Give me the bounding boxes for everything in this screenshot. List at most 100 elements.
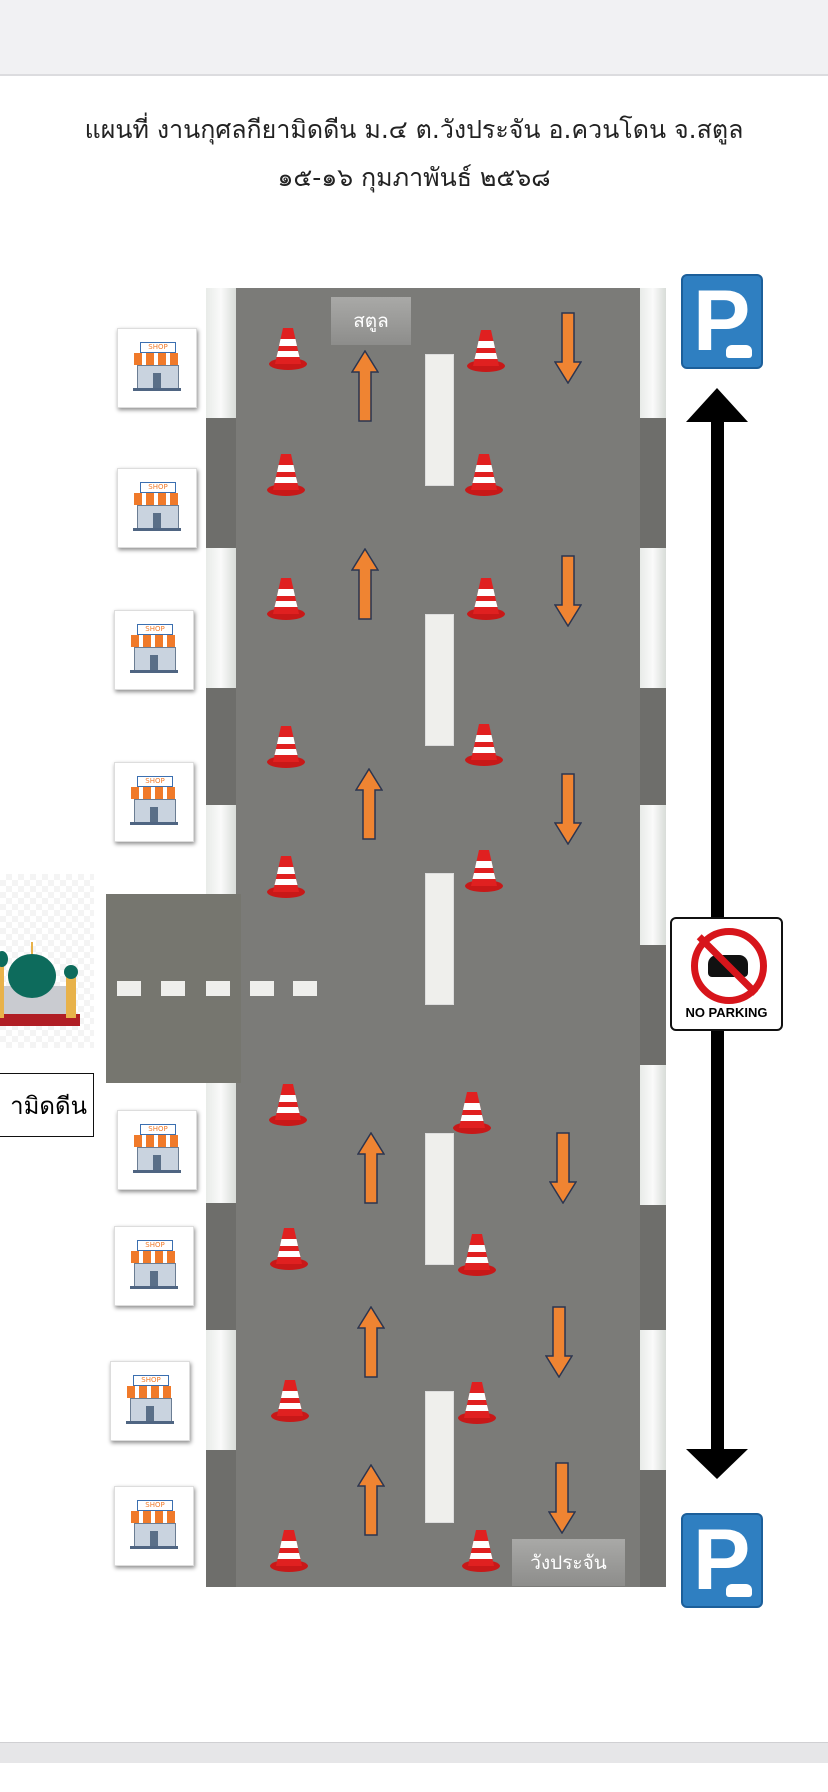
shop-door <box>150 807 158 823</box>
awning <box>134 493 180 505</box>
parking-sign-bottom: P <box>681 1512 763 1608</box>
arrow-head-down-icon <box>686 1449 748 1479</box>
right-edge-strip <box>640 548 666 688</box>
no-parking-sign: NO PARKING <box>670 917 783 1031</box>
awning <box>134 1135 180 1147</box>
shop-label: SHOP <box>140 1124 176 1135</box>
no-parking-text: NO PARKING <box>685 1005 768 1020</box>
shop-label: SHOP <box>140 482 176 493</box>
shop-door <box>153 513 161 529</box>
traffic-cone-icon <box>269 1226 309 1270</box>
shop-label: SHOP <box>137 1240 173 1251</box>
traffic-cone-icon <box>266 576 306 620</box>
shop-base <box>130 1546 178 1549</box>
shop-base <box>133 1170 181 1173</box>
shop-icon: SHOP <box>114 610 194 690</box>
awning <box>131 1511 177 1523</box>
shop-base <box>130 670 178 673</box>
arrow-down-icon <box>544 1306 574 1379</box>
shop-base <box>130 822 178 825</box>
shop-door <box>150 655 158 671</box>
arrow-down-icon <box>553 555 583 628</box>
traffic-cone-icon <box>452 1090 492 1134</box>
awning <box>131 787 177 799</box>
map-date: ๑๕-๑๖ กุมภาพันธ์ ๒๕๖๘ <box>277 163 551 192</box>
shop-base <box>133 388 181 391</box>
traffic-cone-icon <box>457 1232 497 1276</box>
shop-label: SHOP <box>133 1375 169 1386</box>
right-edge-strip <box>640 288 666 418</box>
side-road-line <box>250 981 274 996</box>
shop-icon: SHOP <box>117 328 197 408</box>
traffic-cone-icon <box>464 722 504 766</box>
arrow-up-icon <box>350 547 380 620</box>
arrow-down-icon <box>547 1462 577 1535</box>
traffic-cone-icon <box>461 1528 501 1572</box>
shop-icon: SHOP <box>110 1361 190 1441</box>
shop-base <box>133 528 181 531</box>
arrow-up-icon <box>350 349 380 422</box>
car-icon <box>726 1584 752 1597</box>
right-edge-strip <box>640 805 666 945</box>
mosque-image <box>0 874 94 1048</box>
center-line <box>425 354 454 486</box>
shop-door <box>146 1406 154 1422</box>
shop-icon: SHOP <box>114 1226 194 1306</box>
awning <box>131 1251 177 1263</box>
awning <box>127 1386 173 1398</box>
shop-icon: SHOP <box>117 1110 197 1190</box>
left-edge-strip <box>206 805 236 895</box>
side-road-line <box>117 981 141 996</box>
arrow-down-icon <box>553 312 583 385</box>
traffic-cone-icon <box>466 576 506 620</box>
side-road-line <box>293 981 317 996</box>
traffic-cone-icon <box>466 328 506 372</box>
map-title: แผนที่ งานกุศลกียามิดดีน ม.๔ ต.วังประจัน… <box>84 115 744 144</box>
left-edge-strip <box>206 1330 236 1450</box>
shop-icon: SHOP <box>114 762 194 842</box>
car-icon <box>726 345 752 358</box>
traffic-cone-icon <box>268 326 308 370</box>
arrow-up-icon <box>354 767 384 840</box>
top-bar <box>0 0 828 76</box>
shop-label: SHOP <box>140 342 176 353</box>
parking-sign-top: P <box>681 273 763 369</box>
shop-door <box>150 1271 158 1287</box>
road-sign-wang-prachan: วังประจัน <box>512 1539 625 1586</box>
arrow-up-icon <box>356 1463 386 1536</box>
traffic-cone-icon <box>270 1378 310 1422</box>
center-line <box>425 873 454 1005</box>
mosque-label: ามิดดีน <box>0 1073 94 1137</box>
shop-base <box>130 1286 178 1289</box>
right-edge-strip <box>640 1065 666 1205</box>
shop-door <box>153 373 161 389</box>
shop-door <box>150 1531 158 1547</box>
shop-door <box>153 1155 161 1171</box>
shop-icon: SHOP <box>114 1486 194 1566</box>
center-line <box>425 1391 454 1523</box>
shop-base <box>126 1421 174 1424</box>
arrow-down-icon <box>553 773 583 846</box>
road-sign-satun: สตูล <box>331 297 411 345</box>
arrow-down-icon <box>548 1132 578 1205</box>
awning <box>134 353 180 365</box>
left-edge-strip <box>206 288 236 418</box>
side-road-line <box>206 981 230 996</box>
traffic-cone-icon <box>464 848 504 892</box>
prohibition-circle-icon <box>691 928 767 1004</box>
side-road-line <box>161 981 185 996</box>
bottom-bar <box>0 1742 828 1763</box>
arrow-up-icon <box>356 1305 386 1378</box>
shop-icon: SHOP <box>117 468 197 548</box>
shop-label: SHOP <box>137 624 173 635</box>
arrow-up-icon <box>356 1131 386 1204</box>
center-line <box>425 614 454 746</box>
shop-label: SHOP <box>137 1500 173 1511</box>
right-edge-strip <box>640 1330 666 1470</box>
traffic-cone-icon <box>266 452 306 496</box>
left-edge-strip <box>206 548 236 688</box>
traffic-cone-icon <box>464 452 504 496</box>
left-edge-strip <box>206 1083 236 1203</box>
center-line <box>425 1133 454 1265</box>
shop-label: SHOP <box>137 776 173 787</box>
